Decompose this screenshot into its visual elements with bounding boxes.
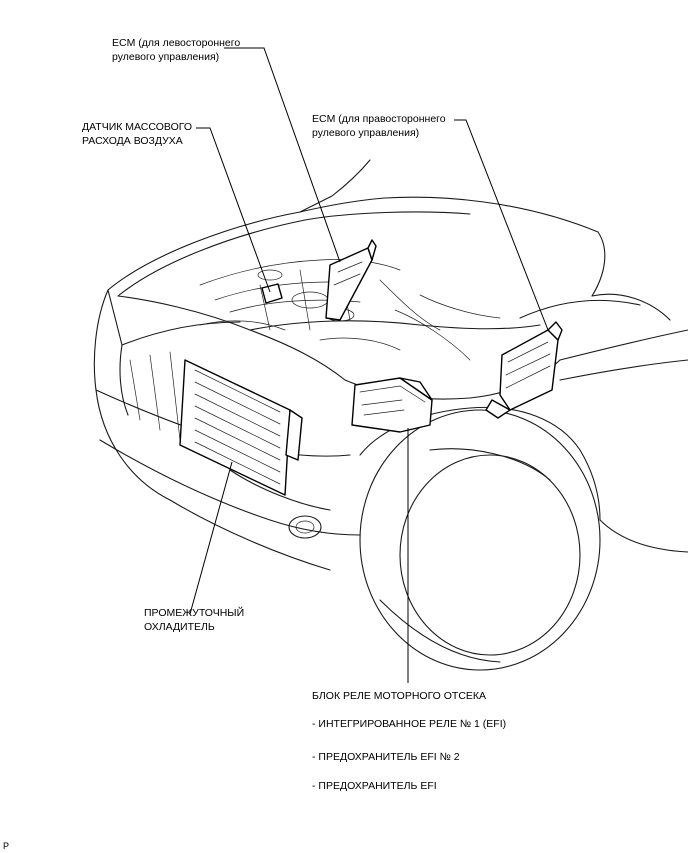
label-relay-block-title: БЛОК РЕЛЕ МОТОРНОГО ОТСЕКА bbox=[312, 690, 487, 702]
leader-lines bbox=[189, 47, 549, 683]
label-ecm-rhd: ECM (для правостороннего рулевого управл… bbox=[312, 112, 446, 140]
label-ecm-lhd: ECM (для левостороннего рулевого управле… bbox=[112, 36, 240, 64]
windshield-outline bbox=[519, 293, 671, 321]
label-intercooler-line1: ПРОМЕЖУТОЧНЫЙ bbox=[144, 607, 245, 619]
label-relay-item-2: - ПРЕДОХРАНИТЕЛЬ EFI № 2 bbox=[312, 751, 460, 763]
corner-mark: P bbox=[3, 841, 10, 851]
hood-outline bbox=[107, 159, 606, 297]
label-maf-sensor-line1: ДАТЧИК МАССОВОГО bbox=[82, 121, 192, 133]
label-ecm-rhd-line2: рулевого управления) bbox=[312, 127, 420, 139]
label-relay-item-1: - ИНТЕГРИРОВАННОЕ РЕЛЕ № 1 (EFI) bbox=[312, 718, 507, 730]
label-maf-sensor-line2: РАСХОДА ВОЗДУХА bbox=[82, 135, 183, 147]
maf-sensor-part bbox=[261, 283, 283, 304]
label-ecm-lhd-line2: рулевого управления) bbox=[112, 51, 220, 63]
label-maf-sensor: ДАТЧИК МАССОВОГО РАСХОДА ВОЗДУХА bbox=[82, 120, 192, 148]
ecm-rhd-part bbox=[485, 321, 563, 419]
label-intercooler-line2: ОХЛАДИТЕЛЬ bbox=[144, 621, 215, 633]
label-intercooler: ПРОМЕЖУТОЧНЫЙ ОХЛАДИТЕЛЬ bbox=[144, 606, 244, 634]
intercooler-part bbox=[179, 359, 303, 496]
label-relay-item-3: - ПРЕДОХРАНИТЕЛЬ EFI bbox=[312, 780, 437, 792]
label-ecm-rhd-line1: ECM (для правостороннего bbox=[312, 113, 446, 125]
label-ecm-lhd-line1: ECM (для левостороннего bbox=[112, 37, 241, 49]
relay-block-part bbox=[351, 377, 433, 433]
ecm-lhd-part bbox=[325, 239, 377, 321]
